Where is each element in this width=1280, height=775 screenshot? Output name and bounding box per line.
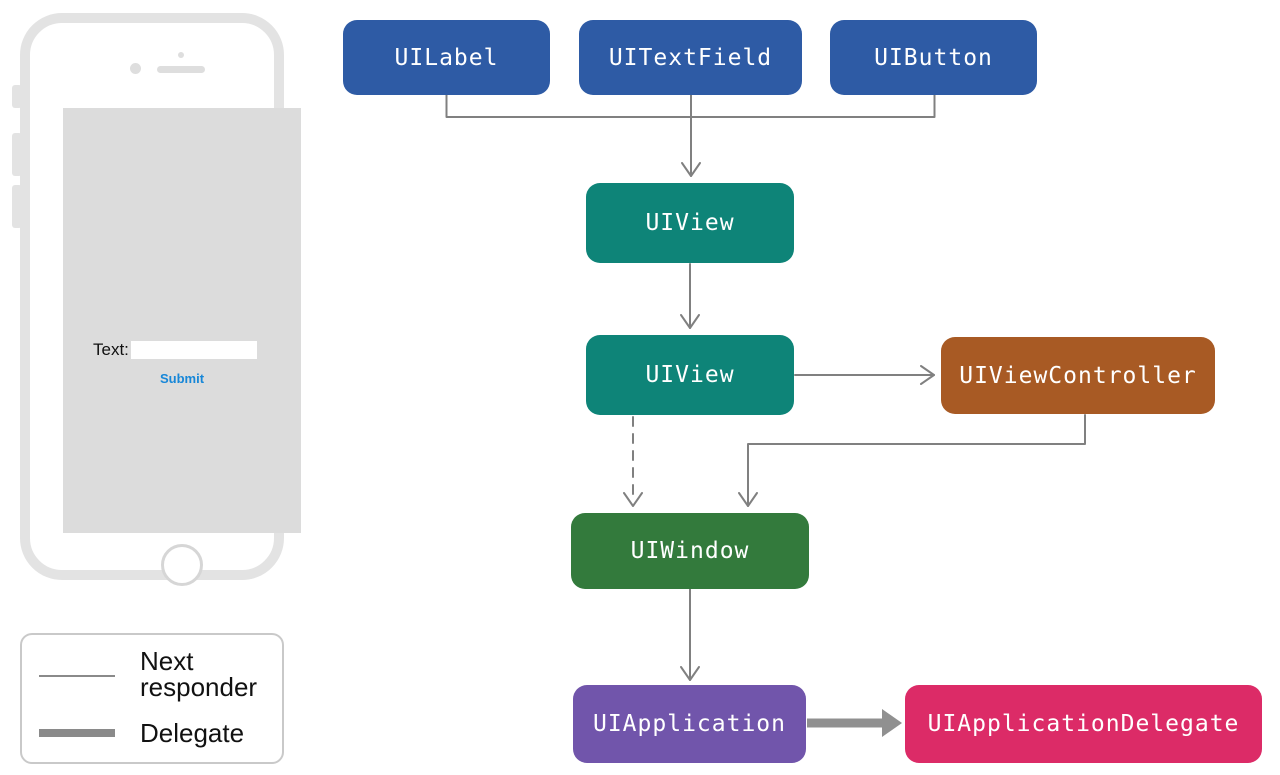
arrowhead-down-1 [681,162,701,177]
legend: Next responder Delegate [20,633,284,764]
node-uilabel: UILabel [343,20,550,95]
node-uiwindow: UIWindow [571,513,809,589]
node-uiapplication: UIApplication [573,685,806,763]
arrowhead-right-1 [920,365,935,385]
legend-next-responder-line-icon [39,675,115,677]
node-uiview-bottom-label: UIView [645,362,735,388]
phone-mute-switch [12,85,22,108]
wire-delegate-arrow [807,709,902,737]
arrowhead-down-2 [680,314,700,329]
node-uiviewcontroller: UIViewController [941,337,1215,414]
phone-camera-icon [130,63,141,74]
node-uibutton: UIButton [830,20,1037,95]
phone-speaker-icon [157,66,205,73]
phone-sensor-dot [178,52,184,58]
arrowhead-down-4 [738,492,758,507]
wire-uiviewcontroller-to-uiwindow [747,414,1086,507]
node-uiview-top: UIView [586,183,794,263]
node-uibutton-label: UIButton [874,44,993,71]
text-input[interactable] [130,341,257,359]
node-uiapplicationdelegate: UIApplicationDelegate [905,685,1262,763]
node-uilabel-label: UILabel [394,44,499,71]
node-uiviewcontroller-label: UIViewController [959,362,1197,389]
node-uiwindow-label: UIWindow [630,538,750,564]
arrowhead-down-3 [623,492,643,507]
phone-volume-down-button [12,185,22,228]
node-uitextfield-label: UITextField [608,44,773,71]
text-field-label: Text: [93,340,129,359]
phone-mockup: Text: Submit [20,13,301,586]
legend-delegate-line-icon [39,729,115,737]
node-uiview-top-label: UIView [645,210,735,236]
phone-volume-up-button [12,133,22,176]
legend-delegate-label: Delegate [140,718,245,748]
node-uiapplicationdelegate-label: UIApplicationDelegate [927,711,1240,737]
submit-button[interactable]: Submit [63,371,301,386]
phone-screen: Text: Submit [63,108,301,533]
node-uiview-bottom: UIView [586,335,794,415]
node-uitextfield: UITextField [579,20,802,95]
phone-home-button [161,544,203,586]
node-uiapplication-label: UIApplication [592,711,786,737]
legend-next-responder-label: Next responder [140,646,258,702]
arrowhead-down-5 [680,666,700,681]
